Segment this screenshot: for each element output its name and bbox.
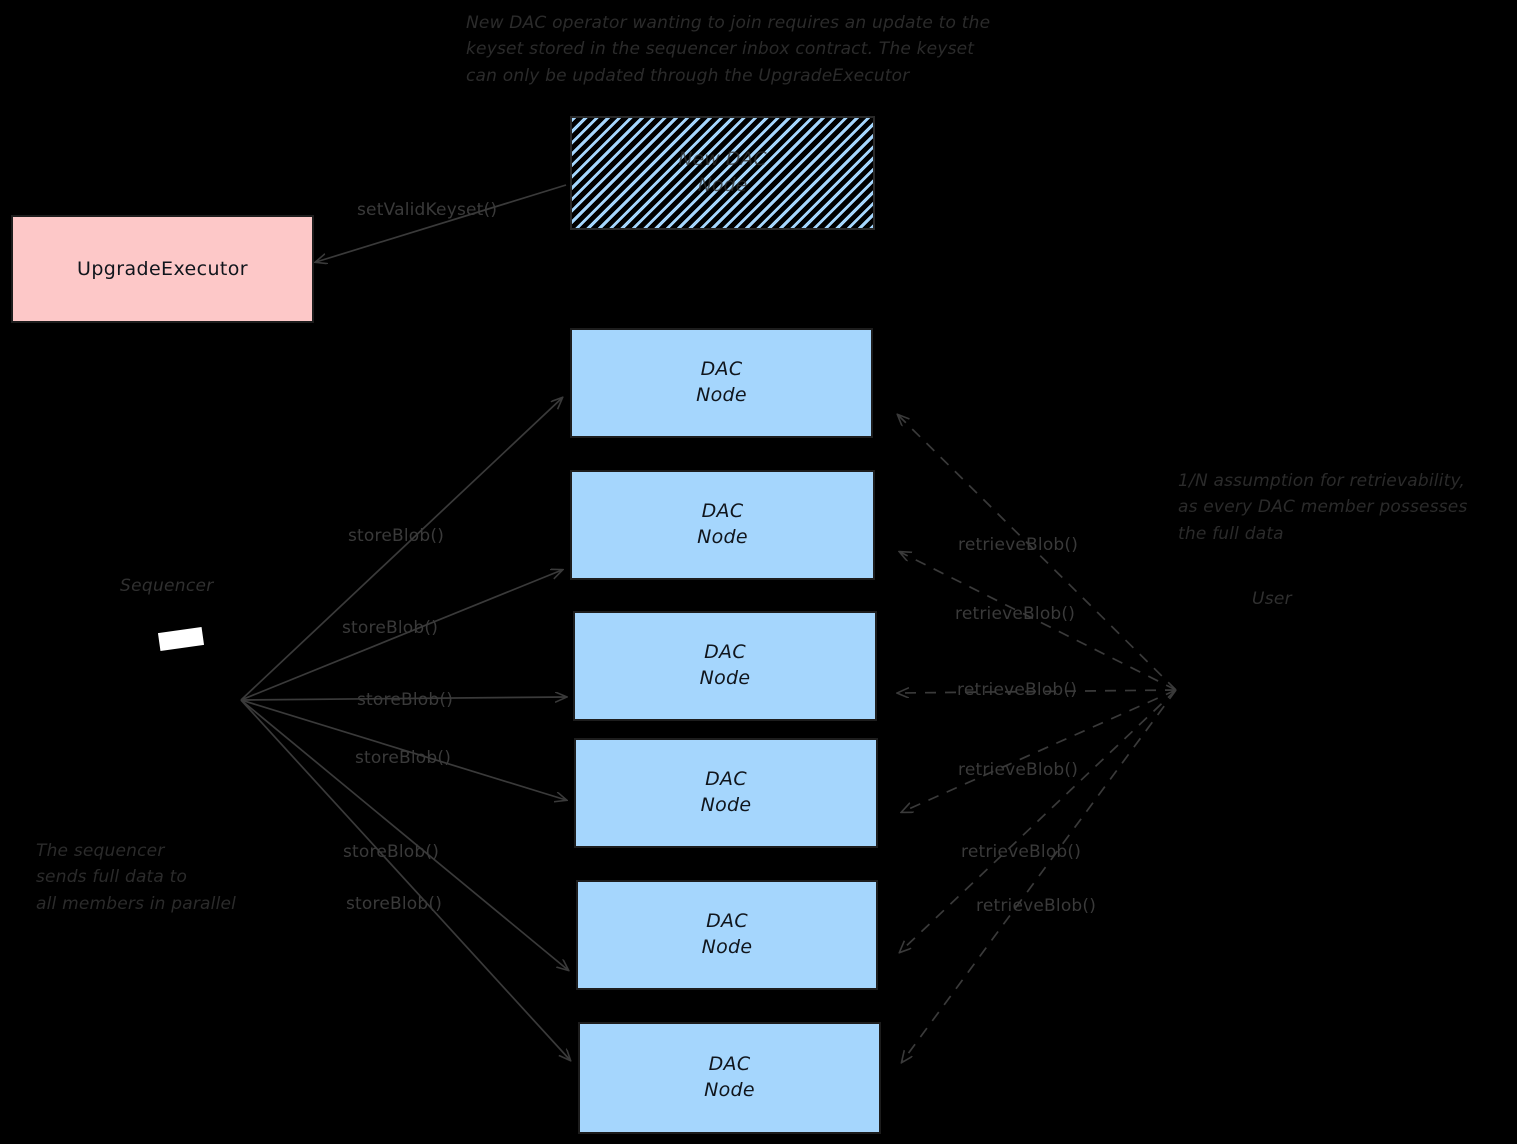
- edge-label-store-blob-5: storeBlob(): [343, 842, 440, 862]
- new-dac-node-box[interactable]: New DAC Node: [570, 116, 875, 230]
- edge-label-retrieve-blob-6: retrieveBlob(): [976, 896, 1097, 916]
- dac-node-label-3: DAC Node: [699, 641, 751, 689]
- edge-label-retrieve-blob-2: retrieveBlob(): [955, 604, 1076, 624]
- upgrade-executor-label: UpgradeExecutor: [77, 258, 248, 280]
- edge-label-retrieve-blob-5: retrieveBlob(): [961, 842, 1082, 862]
- note-bottom-left: The sequencer sends full data to all mem…: [36, 841, 237, 914]
- dac-node-box-2[interactable]: DAC Node: [570, 470, 875, 580]
- note-right: 1/N assumption for retrievability, as ev…: [1178, 471, 1468, 544]
- edge-set-valid-keyset: [316, 184, 567, 262]
- dac-node-label-5: DAC Node: [701, 910, 753, 958]
- user-label: User: [1252, 589, 1292, 609]
- edge-label-store-blob-4: storeBlob(): [355, 748, 452, 768]
- dac-node-box-4[interactable]: DAC Node: [574, 738, 878, 848]
- edge-label-retrieve-blob-1: retrieveBlob(): [958, 535, 1079, 555]
- edge-label-retrieve-blob-3: retrieveBlob(): [957, 680, 1078, 700]
- upgrade-executor-box[interactable]: UpgradeExecutor: [11, 215, 314, 323]
- sequencer-label: Sequencer: [120, 576, 214, 596]
- dac-node-label-4: DAC Node: [700, 768, 752, 816]
- edge-label-store-blob-3: storeBlob(): [357, 690, 454, 710]
- edge-label-retrieve-blob-4: retrieveBlob(): [958, 760, 1079, 780]
- note-top: New DAC operator wanting to join require…: [466, 13, 991, 86]
- new-dac-node-label: New DAC Node: [678, 148, 767, 196]
- edge-label-store-blob-2: storeBlob(): [342, 618, 439, 638]
- dac-node-label-6: DAC Node: [704, 1053, 755, 1101]
- sequencer-icon: [157, 627, 205, 651]
- dac-node-label-1: DAC Node: [696, 358, 747, 406]
- edge-label-set-valid-keyset: setValidKeyset(): [357, 200, 498, 220]
- edge-label-store-blob-1: storeBlob(): [348, 526, 445, 546]
- dac-node-box-5[interactable]: DAC Node: [576, 880, 878, 990]
- edge-label-store-blob-6: storeBlob(): [346, 894, 443, 914]
- edge-retrieve-blob-group: [898, 415, 1177, 1062]
- edge-store-blob-group: [240, 398, 570, 1060]
- dac-node-box-1[interactable]: DAC Node: [570, 328, 873, 438]
- dac-node-box-6[interactable]: DAC Node: [578, 1022, 881, 1134]
- dac-node-label-2: DAC Node: [697, 500, 748, 548]
- dac-node-box-3[interactable]: DAC Node: [573, 611, 877, 721]
